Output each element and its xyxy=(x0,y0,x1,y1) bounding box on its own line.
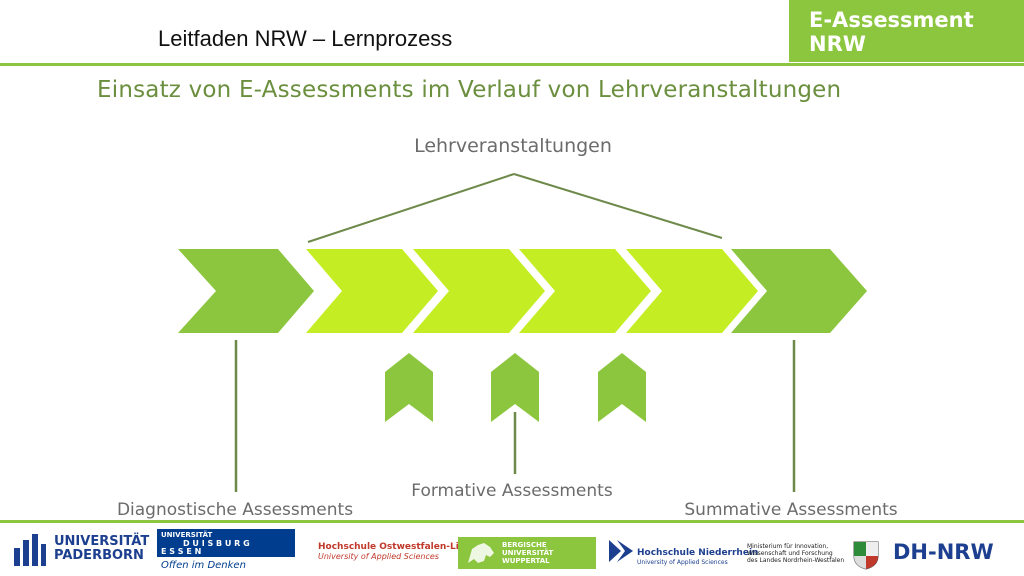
logo-buw: BERGISCHE UNIVERSITÄT WUPPERTAL xyxy=(458,537,596,569)
upb-line-1: UNIVERSITÄT xyxy=(54,534,150,549)
miwf-line-2: Wissenschaft und Forschung xyxy=(747,550,833,557)
formative-marker-2 xyxy=(491,353,539,422)
label-diagnostic: Diagnostische Assessments xyxy=(117,500,353,520)
hsnr-line-2: University of Applied Sciences xyxy=(637,559,728,566)
logo-hsnr: Hochschule Niederrhein University of App… xyxy=(609,538,758,570)
bracket-left-line xyxy=(307,173,515,243)
brand-line-1: E-Assessment xyxy=(809,8,974,32)
slide-header-title: Leitfaden NRW – Lernprozess xyxy=(158,26,453,51)
owl-line-2: University of Applied Sciences xyxy=(318,552,439,561)
hsnr-emblem-icon xyxy=(609,540,633,562)
label-summative: Summative Assessments xyxy=(684,500,897,520)
buw-line-1: BERGISCHE xyxy=(502,541,547,549)
chevron-lecture-1 xyxy=(306,249,438,333)
buw-lion-icon xyxy=(468,543,494,563)
footer-divider xyxy=(0,520,1024,523)
logo-ude: UNIVERSITÄT D U I S B U R G E S S E N Of… xyxy=(157,529,295,573)
bracket-right-line xyxy=(513,173,723,239)
buw-line-2: UNIVERSITÄT xyxy=(502,549,554,557)
formative-marker-3 xyxy=(598,353,646,422)
chevron-lecture-3 xyxy=(519,249,651,333)
chevron-lecture-4 xyxy=(626,249,758,333)
logo-upb: UNIVERSITÄT PADERBORN xyxy=(12,526,149,572)
chevron-lecture-2 xyxy=(413,249,545,333)
ude-line-2: D U I S B U R G xyxy=(183,539,250,548)
logo-miwf: Ministerium für Innovation, Wissenschaft… xyxy=(747,543,844,564)
label-formative: Formative Assessments xyxy=(411,481,613,501)
upb-line-2: PADERBORN xyxy=(54,548,144,563)
formative-marker-1 xyxy=(385,353,433,422)
miwf-line-1: Ministerium für Innovation, xyxy=(747,543,829,550)
ude-line-3: E S S E N xyxy=(161,547,202,556)
brand-line-2: NRW xyxy=(809,32,866,56)
owl-line-1: Hochschule Ostwestfalen-Lippe xyxy=(318,542,478,552)
miwf-line-3: des Landes Nordrhein-Westfalen xyxy=(747,557,845,564)
nrw-crest-icon xyxy=(853,541,879,570)
chevron-summative xyxy=(731,249,867,333)
ude-line-1: UNIVERSITÄT xyxy=(161,531,213,539)
logo-dh-nrw: DH-NRW xyxy=(893,540,994,564)
header-divider xyxy=(0,63,1024,66)
brand-box: E-Assessment NRW xyxy=(789,0,1024,62)
buw-line-3: WUPPERTAL xyxy=(502,557,550,565)
ude-slogan: Offen im Denken xyxy=(161,560,246,571)
process-diagram: Lehrveranstaltungen Diagnostische Assess… xyxy=(117,135,898,520)
logo-owl: Hochschule Ostwestfalen-Lippe University… xyxy=(318,542,478,562)
diagram-heading: Einsatz von E-Assessments im Verlauf von… xyxy=(97,77,842,103)
label-lehrveranstaltungen: Lehrveranstaltungen xyxy=(414,135,612,157)
chevron-diagnostic xyxy=(178,249,314,333)
upb-emblem-icon xyxy=(14,534,46,566)
hsnr-line-1: Hochschule Niederrhein xyxy=(637,548,759,558)
